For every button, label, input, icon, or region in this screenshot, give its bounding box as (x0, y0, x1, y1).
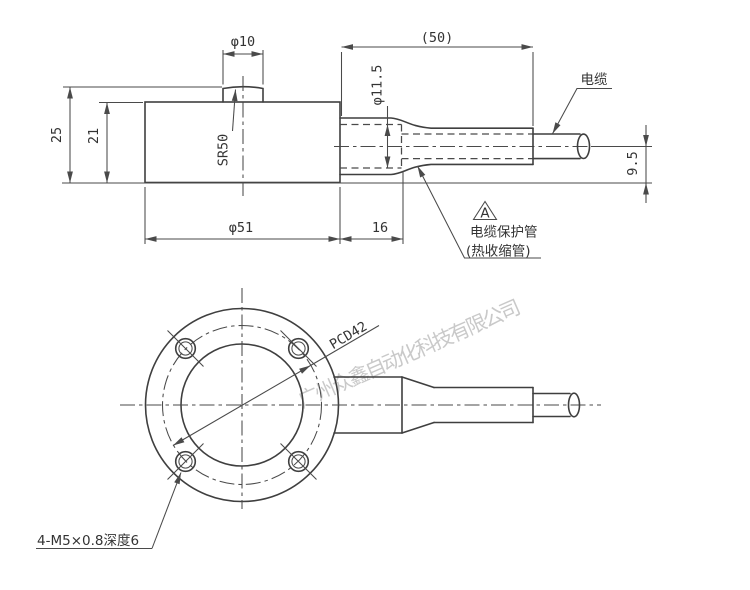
protection-tube-note: A 电缆保护管 (热收缩管) (417, 165, 541, 260)
dimension-body-height: 21 (86, 101, 143, 183)
hole-center-tick (280, 443, 317, 480)
leader-line (552, 88, 578, 135)
note-marker-text: A (480, 206, 490, 222)
shrink-tube-bottom (339, 163, 534, 176)
dimension-text: φ51 (229, 220, 253, 236)
dimension-text: 9.5 (625, 151, 641, 175)
protect-label-line1: 电缆保护管 (470, 225, 538, 241)
side-view: φ10 (50) φ11.5 25 21 SR50 (49, 30, 652, 260)
thread-circle (174, 450, 197, 473)
drill-circle (291, 454, 306, 469)
dimension-text: 16 (372, 220, 388, 236)
dimension-sphere-radius: SR50 (216, 89, 238, 167)
bolt-hole-top-right (280, 330, 317, 367)
taper-top (401, 376, 435, 389)
dimension-text: (50) (421, 30, 454, 46)
label-underline (310, 325, 380, 366)
cable-label: 电缆 (552, 72, 612, 135)
thread-circle (174, 337, 197, 360)
dimension-cable-offset: 9.5 (591, 125, 652, 203)
dimension-total-height: 25 (49, 86, 222, 183)
bottom-view: 广州众鑫自动化科技有限公司 (36, 288, 601, 550)
dimension-tube-length: 16 (340, 171, 404, 244)
dimension-tube-diameter: φ11.5 (370, 65, 391, 168)
dimension-body-diameter: φ51 (144, 187, 341, 244)
dimension-boss-diameter: φ10 (222, 34, 264, 85)
dimension-text: SR50 (216, 134, 232, 167)
watermark-text: 广州众鑫自动化科技有限公司 (294, 295, 522, 412)
drill-circle (178, 341, 193, 356)
hole-center-tick (280, 330, 317, 367)
dimension-text: PCD42 (327, 319, 370, 353)
cable-end-cap (576, 133, 591, 160)
drill-circle (291, 341, 306, 356)
thread-circle (287, 337, 310, 360)
bolt-hole-bottom-right (280, 443, 317, 480)
cable-exit-plan (333, 376, 581, 434)
taper-bottom (401, 421, 435, 434)
leader-line (417, 165, 541, 259)
leader-line (151, 472, 182, 549)
dimension-text: 21 (86, 128, 102, 144)
leader-line (231, 89, 238, 132)
dimension-text: 25 (49, 127, 65, 143)
mounting-holes-note: 4-M5×0.8深度6 (36, 472, 182, 550)
shrink-tube-top (339, 117, 534, 129)
dimension-cable-length: (50) (340, 30, 534, 126)
bolt-hole-top-left (167, 330, 204, 367)
warning-triangle-icon (472, 200, 498, 221)
dimension-text: φ11.5 (370, 65, 386, 106)
hole-center-tick (167, 330, 204, 367)
cable-end-cap (567, 392, 581, 418)
thread-circle (287, 450, 310, 473)
protect-label-line2: (热收缩管) (466, 244, 531, 260)
dimension-line (172, 365, 311, 446)
holes-label-text: 4-M5×0.8深度6 (37, 533, 139, 549)
bolt-hole-bottom-left (167, 443, 204, 480)
drill-circle (178, 454, 193, 469)
hole-center-tick (167, 443, 204, 480)
dimension-text: φ10 (231, 34, 255, 50)
cable-label-text: 电缆 (581, 72, 609, 88)
